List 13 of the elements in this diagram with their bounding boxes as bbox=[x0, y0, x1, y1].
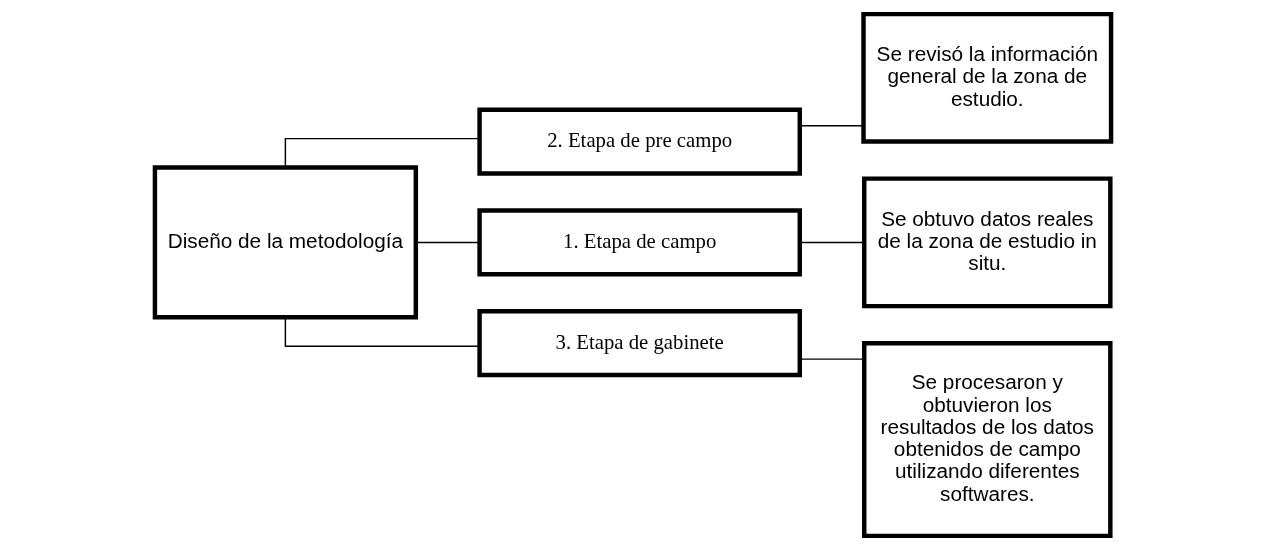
connector bbox=[415, 241, 480, 244]
node-box: Se revisó la información general de la zona de estudio. bbox=[861, 11, 1114, 144]
node-box: 2. Etapa de pre campo bbox=[477, 107, 802, 176]
node-box: 3. Etapa de gabinete bbox=[477, 309, 802, 378]
connector bbox=[284, 137, 480, 169]
node-box: Se obtuvo datos reales de la zona de estudio in situ. bbox=[862, 176, 1113, 309]
connector bbox=[284, 316, 480, 347]
connector bbox=[799, 124, 865, 127]
node-box: 1. Etapa de campo bbox=[477, 208, 802, 277]
node-box: Se procesaron y obtuvieron los resultados de los datos obtenidos de campo utilizando diferentes softwares. bbox=[862, 340, 1113, 539]
connector bbox=[799, 241, 865, 244]
connector bbox=[799, 358, 865, 360]
node-box: Diseño de la metodología bbox=[152, 165, 419, 320]
